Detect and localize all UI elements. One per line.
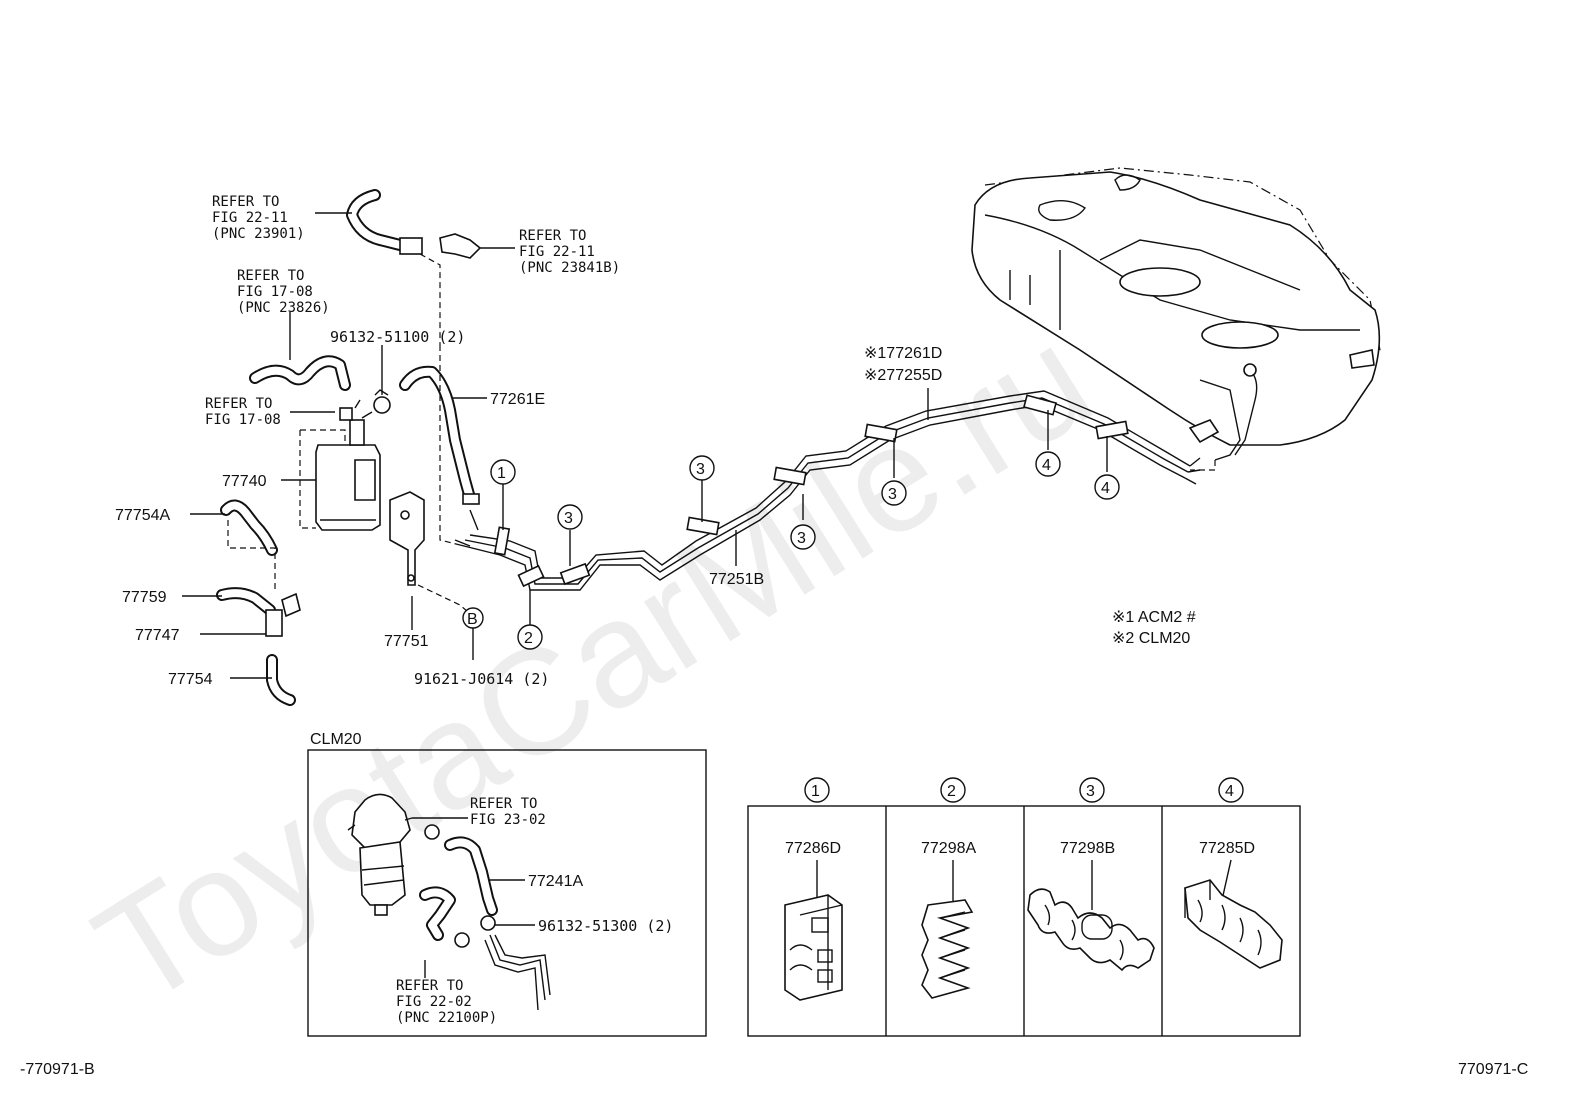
clamp-77298b-drawing bbox=[1027, 888, 1155, 972]
inset-frame bbox=[307, 749, 707, 1037]
footer-right-code: 770971-C bbox=[1458, 1061, 1528, 1078]
fuel-tank bbox=[971, 167, 1381, 471]
marker-text: 3 bbox=[797, 530, 806, 547]
marker-text: 2 bbox=[524, 630, 533, 647]
ref-line: (PNC 23841B) bbox=[519, 260, 620, 276]
ref-17-08-b: REFER TO FIG 17-08 bbox=[205, 396, 281, 428]
part-77251b: 77251B bbox=[709, 571, 764, 588]
clamp-77285d-drawing bbox=[1184, 879, 1283, 969]
part-177261d: ※177261D bbox=[864, 345, 942, 362]
ref-line: (PNC 23826) bbox=[237, 300, 330, 316]
inset-fuel-filter bbox=[347, 793, 413, 916]
marker-text: 3 bbox=[564, 510, 573, 527]
ref-line: REFER TO bbox=[237, 268, 304, 284]
ref-line: (PNC 22100P) bbox=[396, 1010, 497, 1026]
part-77751: 77751 bbox=[384, 633, 429, 650]
legend-part-77285d: 77285D bbox=[1199, 840, 1255, 857]
hose-77759 bbox=[216, 587, 276, 616]
hose-77754a bbox=[220, 499, 278, 556]
legend-part-77298b: 77298B bbox=[1060, 840, 1115, 857]
clip-96132-51100 bbox=[373, 389, 391, 414]
ref-line: REFER TO bbox=[212, 194, 279, 210]
legend-marker-2 bbox=[940, 777, 966, 803]
inset-clip-a bbox=[424, 824, 440, 840]
marker-text: 3 bbox=[696, 461, 705, 478]
clamp-marker-1: 1 bbox=[490, 459, 516, 485]
part-77740: 77740 bbox=[222, 473, 267, 490]
bracket-77751 bbox=[389, 491, 425, 586]
legend-marker-1 bbox=[804, 777, 830, 803]
valve-77747 bbox=[265, 592, 301, 637]
clamp-marker-3b: 3 bbox=[689, 455, 715, 481]
part-77747: 77747 bbox=[135, 627, 180, 644]
clamp-77298a-drawing bbox=[921, 899, 974, 999]
line-clamps bbox=[493, 394, 1129, 588]
clamp-marker-4b: 4 bbox=[1094, 474, 1120, 500]
ref-17-08-a: REFER TO FIG 17-08 (PNC 23826) bbox=[237, 268, 330, 316]
marker-text: 4 bbox=[1042, 457, 1051, 474]
part-77754a: 77754A bbox=[115, 507, 170, 524]
ref-line: (PNC 23901) bbox=[212, 226, 305, 242]
legend-part-77298a: 77298A bbox=[921, 840, 976, 857]
clamp-marker-3a: 3 bbox=[557, 504, 583, 530]
hose-23826 bbox=[249, 355, 351, 391]
ref-line: FIG 17-08 bbox=[237, 284, 313, 300]
clamp-77286d-drawing bbox=[784, 894, 843, 1001]
inset-ref-23-02: REFER TO FIG 23-02 bbox=[470, 796, 546, 828]
legend-marker-3-text: 3 bbox=[1086, 783, 1095, 800]
leaders bbox=[182, 212, 1108, 679]
part-77241a: 77241A bbox=[528, 873, 583, 890]
footer-left-code: -770971-B bbox=[20, 1061, 95, 1078]
clamp-marker-3d: 3 bbox=[881, 480, 907, 506]
note-1: ※1 ACM2 # bbox=[1112, 609, 1196, 626]
legend-marker-2-text: 2 bbox=[947, 783, 956, 800]
ref-line: REFER TO bbox=[519, 228, 586, 244]
note-2: ※2 CLM20 bbox=[1112, 630, 1190, 647]
canister-77740 bbox=[315, 399, 381, 531]
ref-22-11-b: REFER TO FIG 22-11 (PNC 23841B) bbox=[519, 228, 620, 276]
marker-b-label: B bbox=[467, 611, 478, 628]
clamp-marker-4a: 4 bbox=[1035, 451, 1061, 477]
part-96132-51100: 96132-51100 (2) bbox=[330, 328, 465, 346]
connector-23841b bbox=[439, 233, 482, 259]
legend-marker-4-text: 4 bbox=[1225, 783, 1234, 800]
part-77759: 77759 bbox=[122, 589, 167, 606]
part-96132-51300: 96132-51300 (2) bbox=[538, 917, 673, 935]
ref-line: FIG 17-08 bbox=[205, 412, 281, 428]
inset-ref-22-02: REFER TO FIG 22-02 (PNC 22100P) bbox=[396, 978, 497, 1026]
ref-line: REFER TO bbox=[205, 396, 272, 412]
marker-text: 1 bbox=[497, 465, 506, 482]
clamp-marker-2: 2 bbox=[517, 624, 543, 650]
ref-line: FIG 22-11 bbox=[519, 244, 595, 260]
part-77754: 77754 bbox=[168, 671, 213, 688]
legend-marker-4 bbox=[1218, 777, 1244, 803]
ref-line: REFER TO bbox=[396, 978, 463, 994]
ref-line: FIG 23-02 bbox=[470, 812, 546, 828]
legend-marker-3 bbox=[1079, 777, 1105, 803]
legend-part-77286d: 77286D bbox=[785, 840, 841, 857]
marker-text: 4 bbox=[1101, 480, 1110, 497]
clamp-legend: 1 77286D 2 77298A 3 77298B bbox=[747, 777, 1301, 1037]
ref-22-11-a: REFER TO FIG 22-11 (PNC 23901) bbox=[212, 194, 305, 242]
inset-clip-b bbox=[454, 915, 496, 948]
clamp-marker-3c: 3 bbox=[790, 524, 816, 550]
legend-marker-1-text: 1 bbox=[811, 783, 820, 800]
ref-line: REFER TO bbox=[470, 796, 537, 812]
ref-line: FIG 22-02 bbox=[396, 994, 472, 1010]
hose-23901 bbox=[346, 189, 423, 255]
inset-title: CLM20 bbox=[310, 731, 362, 748]
hose-77754 bbox=[266, 654, 296, 706]
ref-line: FIG 22-11 bbox=[212, 210, 288, 226]
part-91621: 91621-J0614 (2) bbox=[414, 670, 549, 688]
part-277255d: ※277255D bbox=[864, 367, 942, 384]
inset-lines bbox=[484, 934, 551, 1011]
hose-77261e bbox=[399, 365, 480, 505]
inset-hose-77241a bbox=[444, 836, 498, 916]
part-77261e: 77261E bbox=[490, 391, 545, 408]
inset-hose-22100p bbox=[419, 886, 456, 941]
marker-text: 3 bbox=[888, 486, 897, 503]
marker-b bbox=[462, 607, 484, 629]
